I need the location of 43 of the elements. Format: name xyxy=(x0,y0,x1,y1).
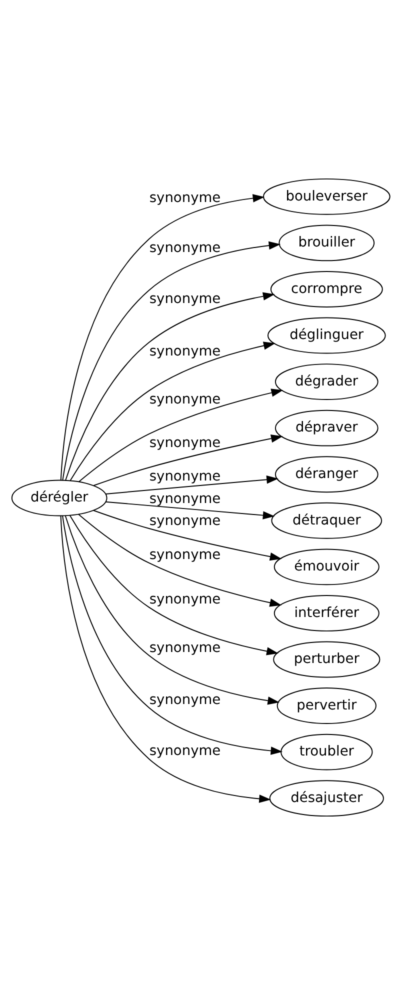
node-ellipse: détraquer xyxy=(271,502,382,539)
arrow xyxy=(92,510,282,561)
node-ellipse: déglinguer xyxy=(267,317,386,354)
edge-label: synonyme xyxy=(149,392,221,408)
arrow xyxy=(105,501,275,520)
edge-label: synonyme xyxy=(149,190,221,206)
node-ellipse: dérégler xyxy=(11,480,108,516)
edge-label: synonyme xyxy=(149,434,221,451)
node-ellipse: déranger xyxy=(274,456,378,493)
edge-label: synonyme xyxy=(149,491,221,508)
node-ellipse: désajuster xyxy=(269,780,384,817)
edge-label: synonyme xyxy=(149,512,221,529)
arrow xyxy=(70,342,276,481)
edge-label: synonyme xyxy=(149,291,221,308)
edge-label: synonyme xyxy=(149,592,221,608)
arrow xyxy=(64,515,280,705)
node-ellipse: émouvoir xyxy=(274,548,380,586)
node-ellipse: interférer xyxy=(274,594,380,632)
arrow xyxy=(62,241,281,481)
arrow xyxy=(78,514,282,607)
node-ellipse: bouleverser xyxy=(262,178,390,215)
edge-label: synonyme xyxy=(149,343,221,360)
arrow xyxy=(60,194,265,481)
node-ellipse: perturber xyxy=(273,641,380,678)
arrow xyxy=(69,515,278,656)
edge-label: synonyme xyxy=(149,240,221,256)
arrow xyxy=(60,515,271,803)
edge-label: synonyme xyxy=(149,547,221,564)
node-ellipse: dépraver xyxy=(274,410,378,446)
arrow xyxy=(62,515,283,755)
arrow xyxy=(105,476,278,494)
arrow xyxy=(93,434,283,486)
node-ellipse: troubler xyxy=(280,734,373,770)
node-ellipse: corrompre xyxy=(270,271,383,308)
node-ellipse: brouiller xyxy=(278,224,375,262)
node-ellipse: dégrader xyxy=(274,364,378,400)
arrow xyxy=(78,388,284,482)
edge-label: synonyme xyxy=(149,743,221,760)
edge-label: synonyme xyxy=(149,468,221,484)
edge-label: synonyme xyxy=(149,640,221,656)
arrow xyxy=(65,292,275,481)
node-ellipse: pervertir xyxy=(276,688,376,724)
edge-label: synonyme xyxy=(149,692,221,708)
